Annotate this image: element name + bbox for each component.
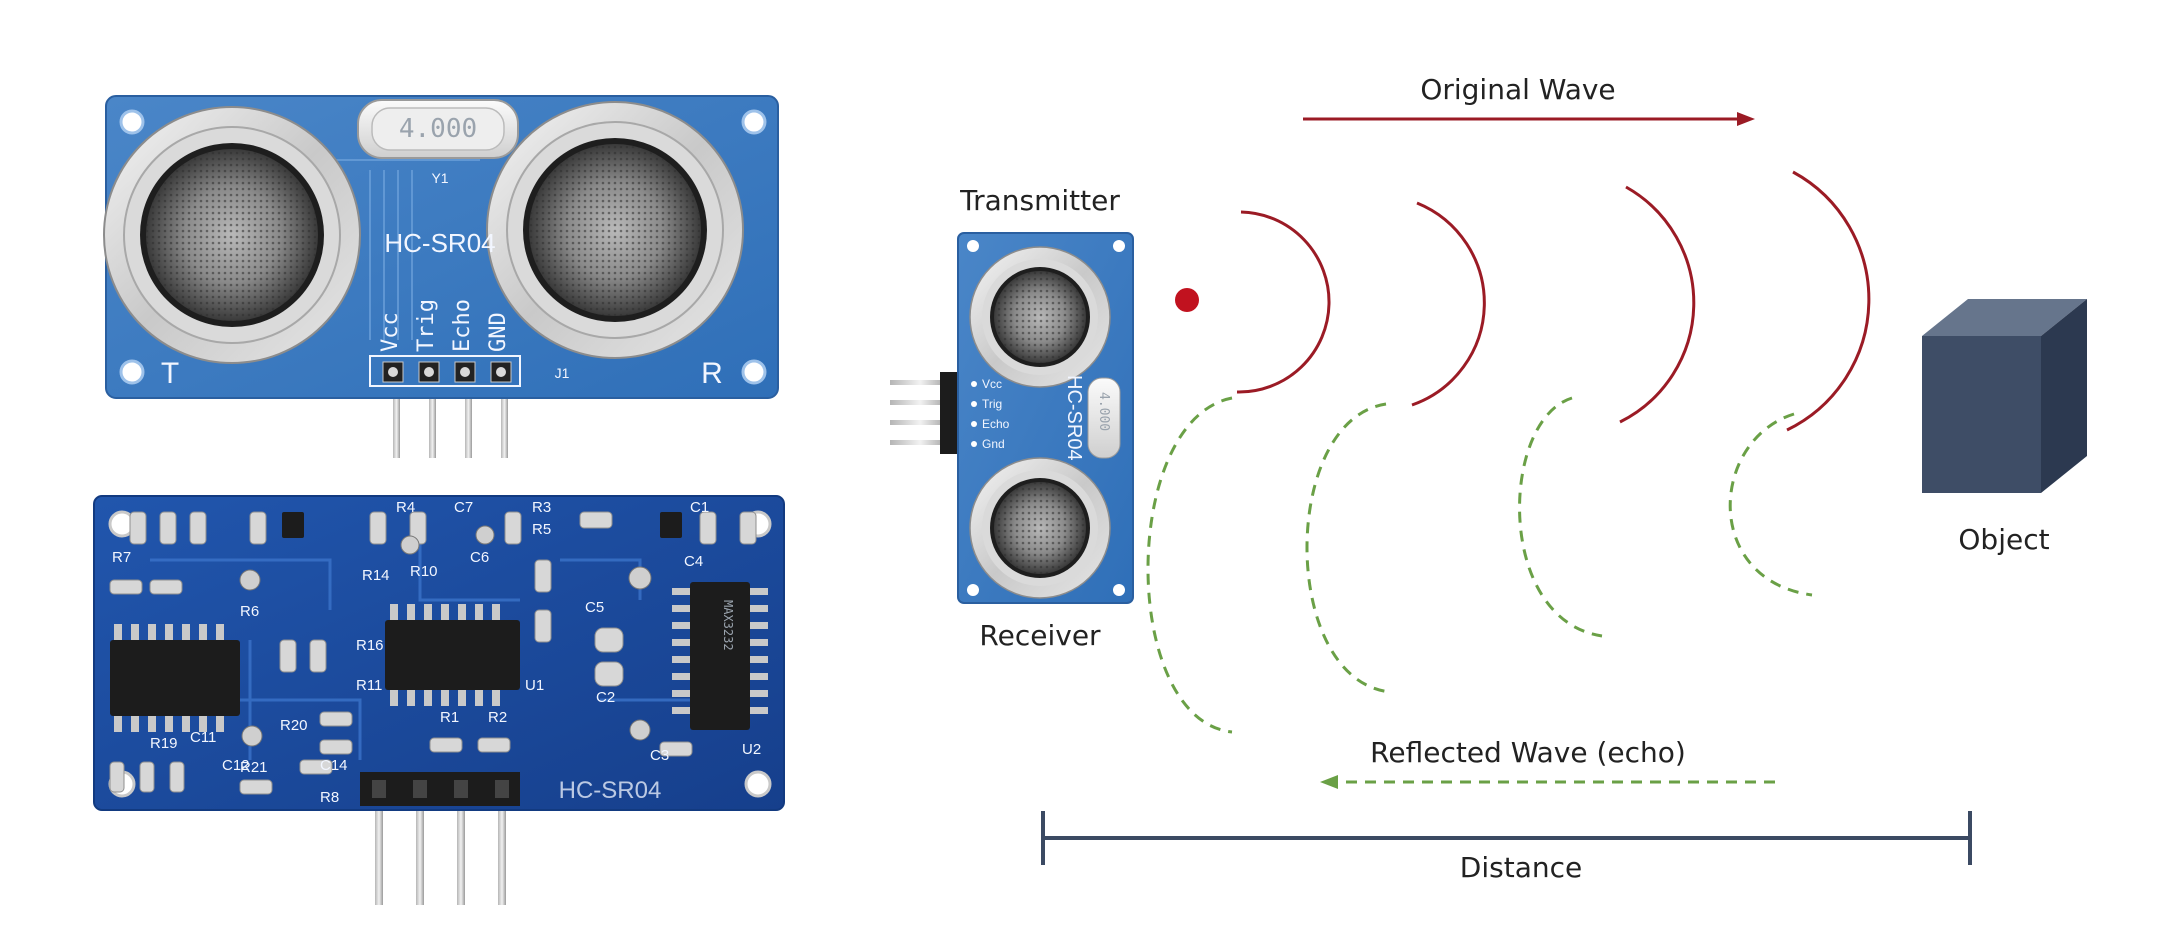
object-cube-top [1922,299,2087,336]
ref-r1: R1 [440,709,459,726]
back-watermark: HC-SR04 [559,777,662,804]
ref-c5: C5 [585,599,604,616]
ref-r6: R6 [240,603,259,620]
sensor-module: 4.000 HC-SR04 Vcc Trig Echo Gnd [890,232,1134,604]
ref-c4: C4 [684,553,703,570]
transducer-r [486,101,744,359]
module-front-header-pins [393,380,508,458]
reflected-wave-arcs [1146,396,1813,734]
module-back-header-pins [375,800,506,905]
ref-r5: R5 [532,521,551,538]
sensor-pin-labels: Vcc Trig Echo Gnd [982,377,1010,451]
crystal-label: 4.000 [399,114,477,144]
pin-label-trig: Trig [414,299,439,352]
ref-r4: R4 [396,499,415,516]
transducer-t [103,106,361,364]
distance-bar [1041,811,1972,865]
smd-components [109,511,757,795]
sensor-pin-echo: Echo [982,417,1010,431]
reflected-wave-arc-3 [1518,396,1603,638]
header-ref: J1 [555,365,570,381]
original-wave-arrow [1303,112,1755,126]
module-front-photo: 4.000 Y1 HC-SR04 Vcc Trig Echo GND [103,95,779,458]
distance-label: Distance [1460,851,1582,884]
ref-c12: C12 [222,757,250,774]
reflected-wave-arc-2 [1305,402,1391,694]
ref-r3: R3 [532,499,551,516]
ref-r2: R2 [488,709,507,726]
module-back-photo: MAX3232 R4 [93,495,785,905]
sensor-crystal-label: 4.000 [1096,392,1111,431]
ref-c7: C7 [454,499,473,516]
crystal-oscillator: 4.000 [357,99,519,159]
original-wave-arc-1 [1236,210,1331,394]
emitter-dot [1175,288,1199,312]
crystal-ref: Y1 [431,170,448,186]
marker-t: T [161,357,179,390]
sensor-transmitter-can [969,246,1111,388]
sensor-pin-vcc: Vcc [982,377,1002,391]
transmitter-label: Transmitter [959,184,1120,217]
ref-r14: R14 [362,567,390,584]
ref-r16: R16 [356,637,384,654]
silkscreen-refs: R4 C7 R3 C1 R7 R5 R6 R14 R10 C6 C4 R1 R8… [112,499,761,806]
ref-r8: R8 [320,789,339,806]
back-pin-header [360,772,520,806]
marker-r: R [701,357,723,390]
ref-c6: C6 [470,549,489,566]
ref-c1: C1 [690,499,709,516]
ref-c11: C11 [190,729,216,746]
ref-r11: R11 [356,677,382,694]
chip-u2: MAX3232 [672,582,768,730]
original-wave-arc-2 [1411,201,1486,407]
reflected-wave-arrow [1320,775,1775,789]
object-cube-front [1922,336,2041,493]
original-wave-label: Original Wave [1420,73,1615,106]
sensor-pin-gnd: Gnd [982,437,1005,451]
ref-r19: R19 [150,735,178,752]
sensor-pins [890,372,960,454]
ref-u2: U2 [742,741,761,758]
chip-u2-text: MAX3232 [721,600,735,651]
ref-c14: C14 [320,757,348,774]
receiver-label: Receiver [979,619,1101,652]
pin-label-echo: Echo [450,299,475,352]
object-cube-side [2041,299,2087,493]
pin-header [369,355,521,387]
pin-label-vcc: Vcc [378,312,403,352]
ref-r21: R21 [240,759,268,776]
sensor-crystal: 4.000 [1087,377,1121,459]
reflected-wave-arc-4 [1728,412,1813,597]
pin-label-gnd: GND [486,312,511,352]
sensor-receiver-can [969,457,1111,599]
sensor-pin-trig: Trig [982,397,1002,411]
chip-u1 [385,604,520,706]
chip-left [110,624,240,732]
pin-labels: Vcc Trig Echo GND [378,299,511,352]
reflected-wave-arc-1 [1146,396,1233,734]
ref-r10: R10 [410,563,438,580]
original-wave-arc-3 [1619,185,1696,424]
ref-r7: R7 [112,549,131,566]
ref-r20: R20 [280,717,308,734]
module-model-label: HC-SR04 [384,228,495,258]
object-label: Object [1958,523,2049,556]
object-cube [1922,299,2087,493]
reflected-wave-label: Reflected Wave (echo) [1370,736,1686,769]
ref-u1: U1 [525,677,544,694]
ref-c2: C2 [596,689,615,706]
original-wave-arcs [1236,170,1871,432]
sensor-model-label: HC-SR04 [1063,375,1085,461]
wave-diagram: Original Wave Transmitter [890,73,2087,884]
original-wave-arc-4 [1786,170,1871,432]
ref-c3: C3 [650,747,669,764]
